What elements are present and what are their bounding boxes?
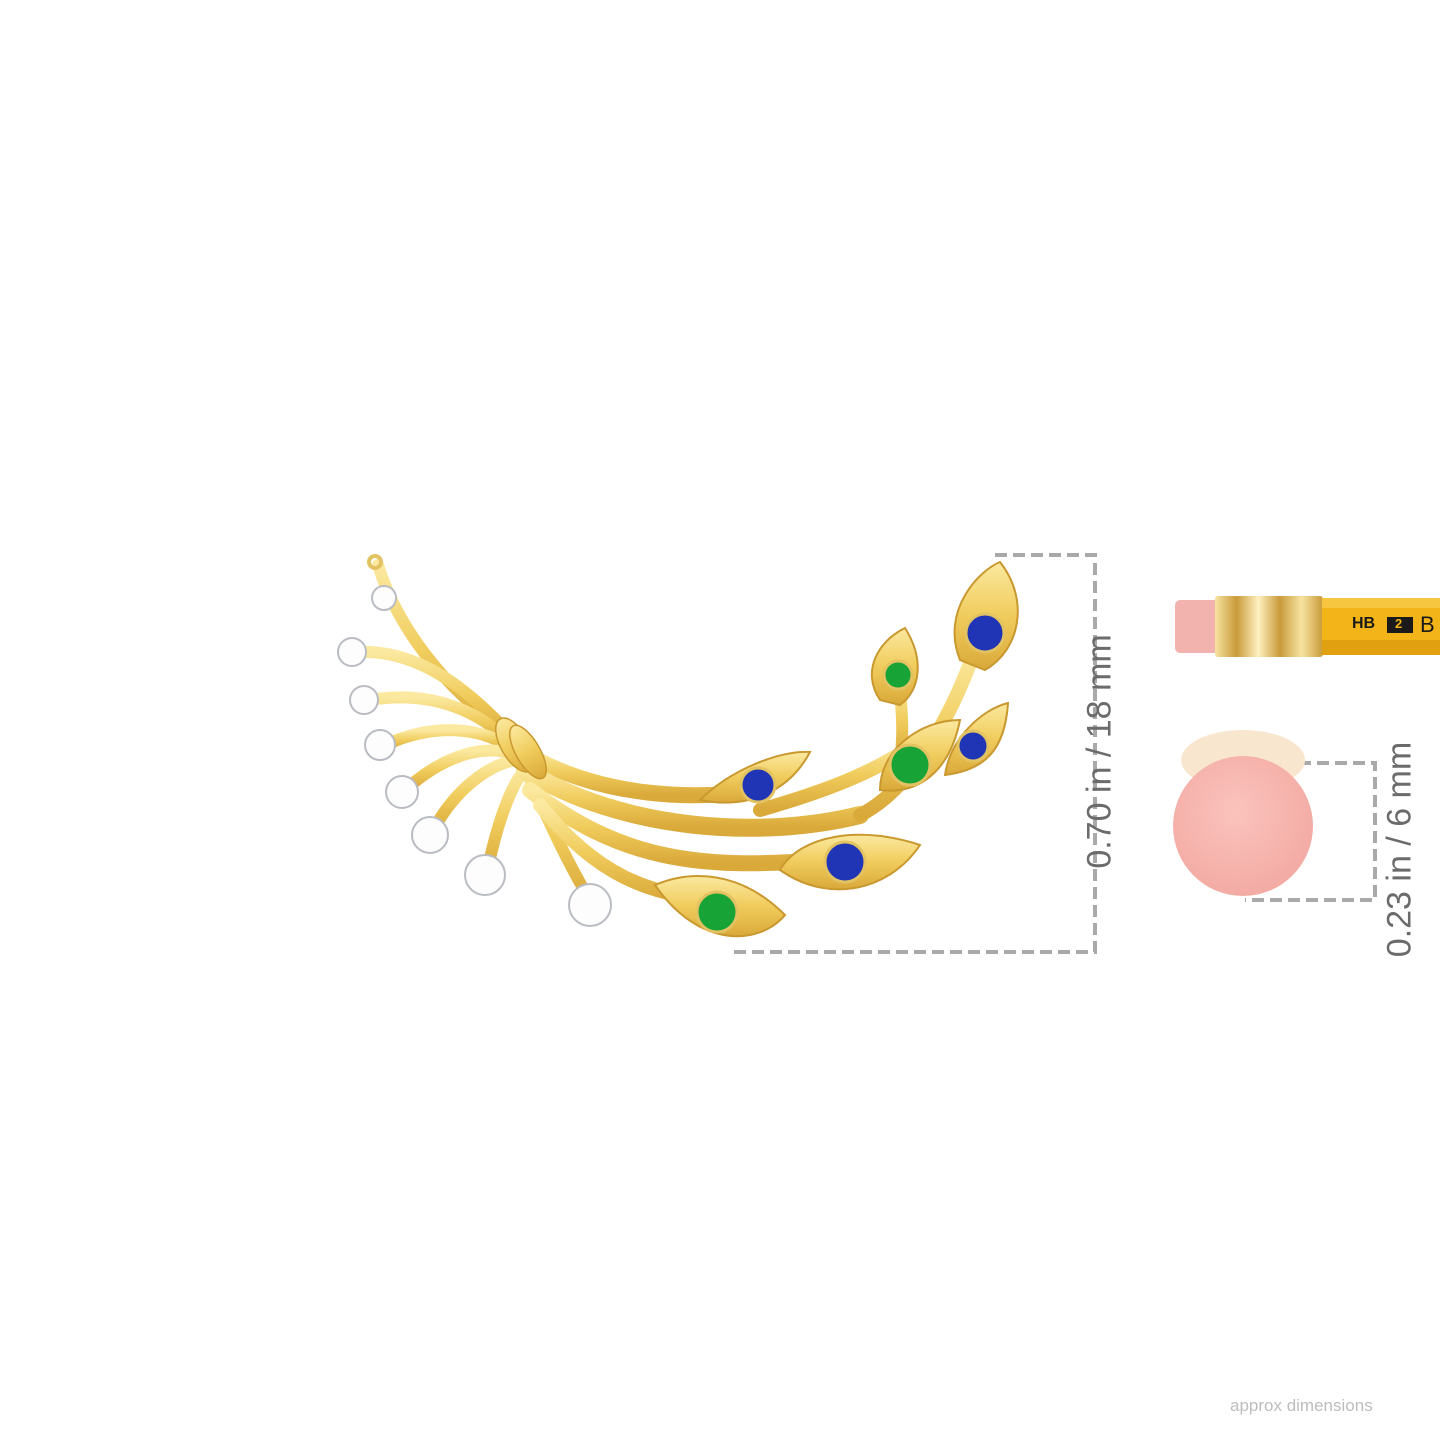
diamond-stone [371, 585, 397, 611]
height-dimension-label: 0.70 in / 18 mm [1080, 634, 1119, 869]
eraser-dimension-label: 0.23 in / 6 mm [1380, 741, 1419, 958]
emerald-stone [888, 743, 932, 787]
pencil-grade-prefix: HB [1352, 615, 1376, 632]
pencil-grade-suffix: B [1420, 612, 1435, 637]
diamond-stone [411, 816, 449, 854]
diamond-stone [385, 775, 419, 809]
diamond-stone [349, 685, 379, 715]
approx-dimensions-note: approx dimensions [1230, 1396, 1373, 1415]
sapphire-stone [823, 840, 867, 884]
bail-loop [367, 554, 383, 570]
emerald-stone [695, 890, 739, 934]
sapphire-stone [964, 612, 1006, 654]
stem-binding [494, 717, 547, 780]
diamond-stone [464, 854, 506, 896]
diamonds [337, 585, 612, 927]
eraser-scale-reference [1173, 730, 1313, 896]
diamond-stone [337, 637, 367, 667]
pencil-scale-reference [1175, 596, 1440, 657]
emerald-stone [882, 659, 914, 691]
dimension-lines [730, 553, 1377, 954]
diamond-stone [568, 883, 612, 927]
sapphire-stone [956, 729, 990, 763]
gemstones [695, 612, 1006, 934]
sapphire-stone [739, 766, 777, 804]
pencil-grade-badge: 2 [1395, 616, 1403, 631]
diamond-stone [364, 729, 396, 761]
